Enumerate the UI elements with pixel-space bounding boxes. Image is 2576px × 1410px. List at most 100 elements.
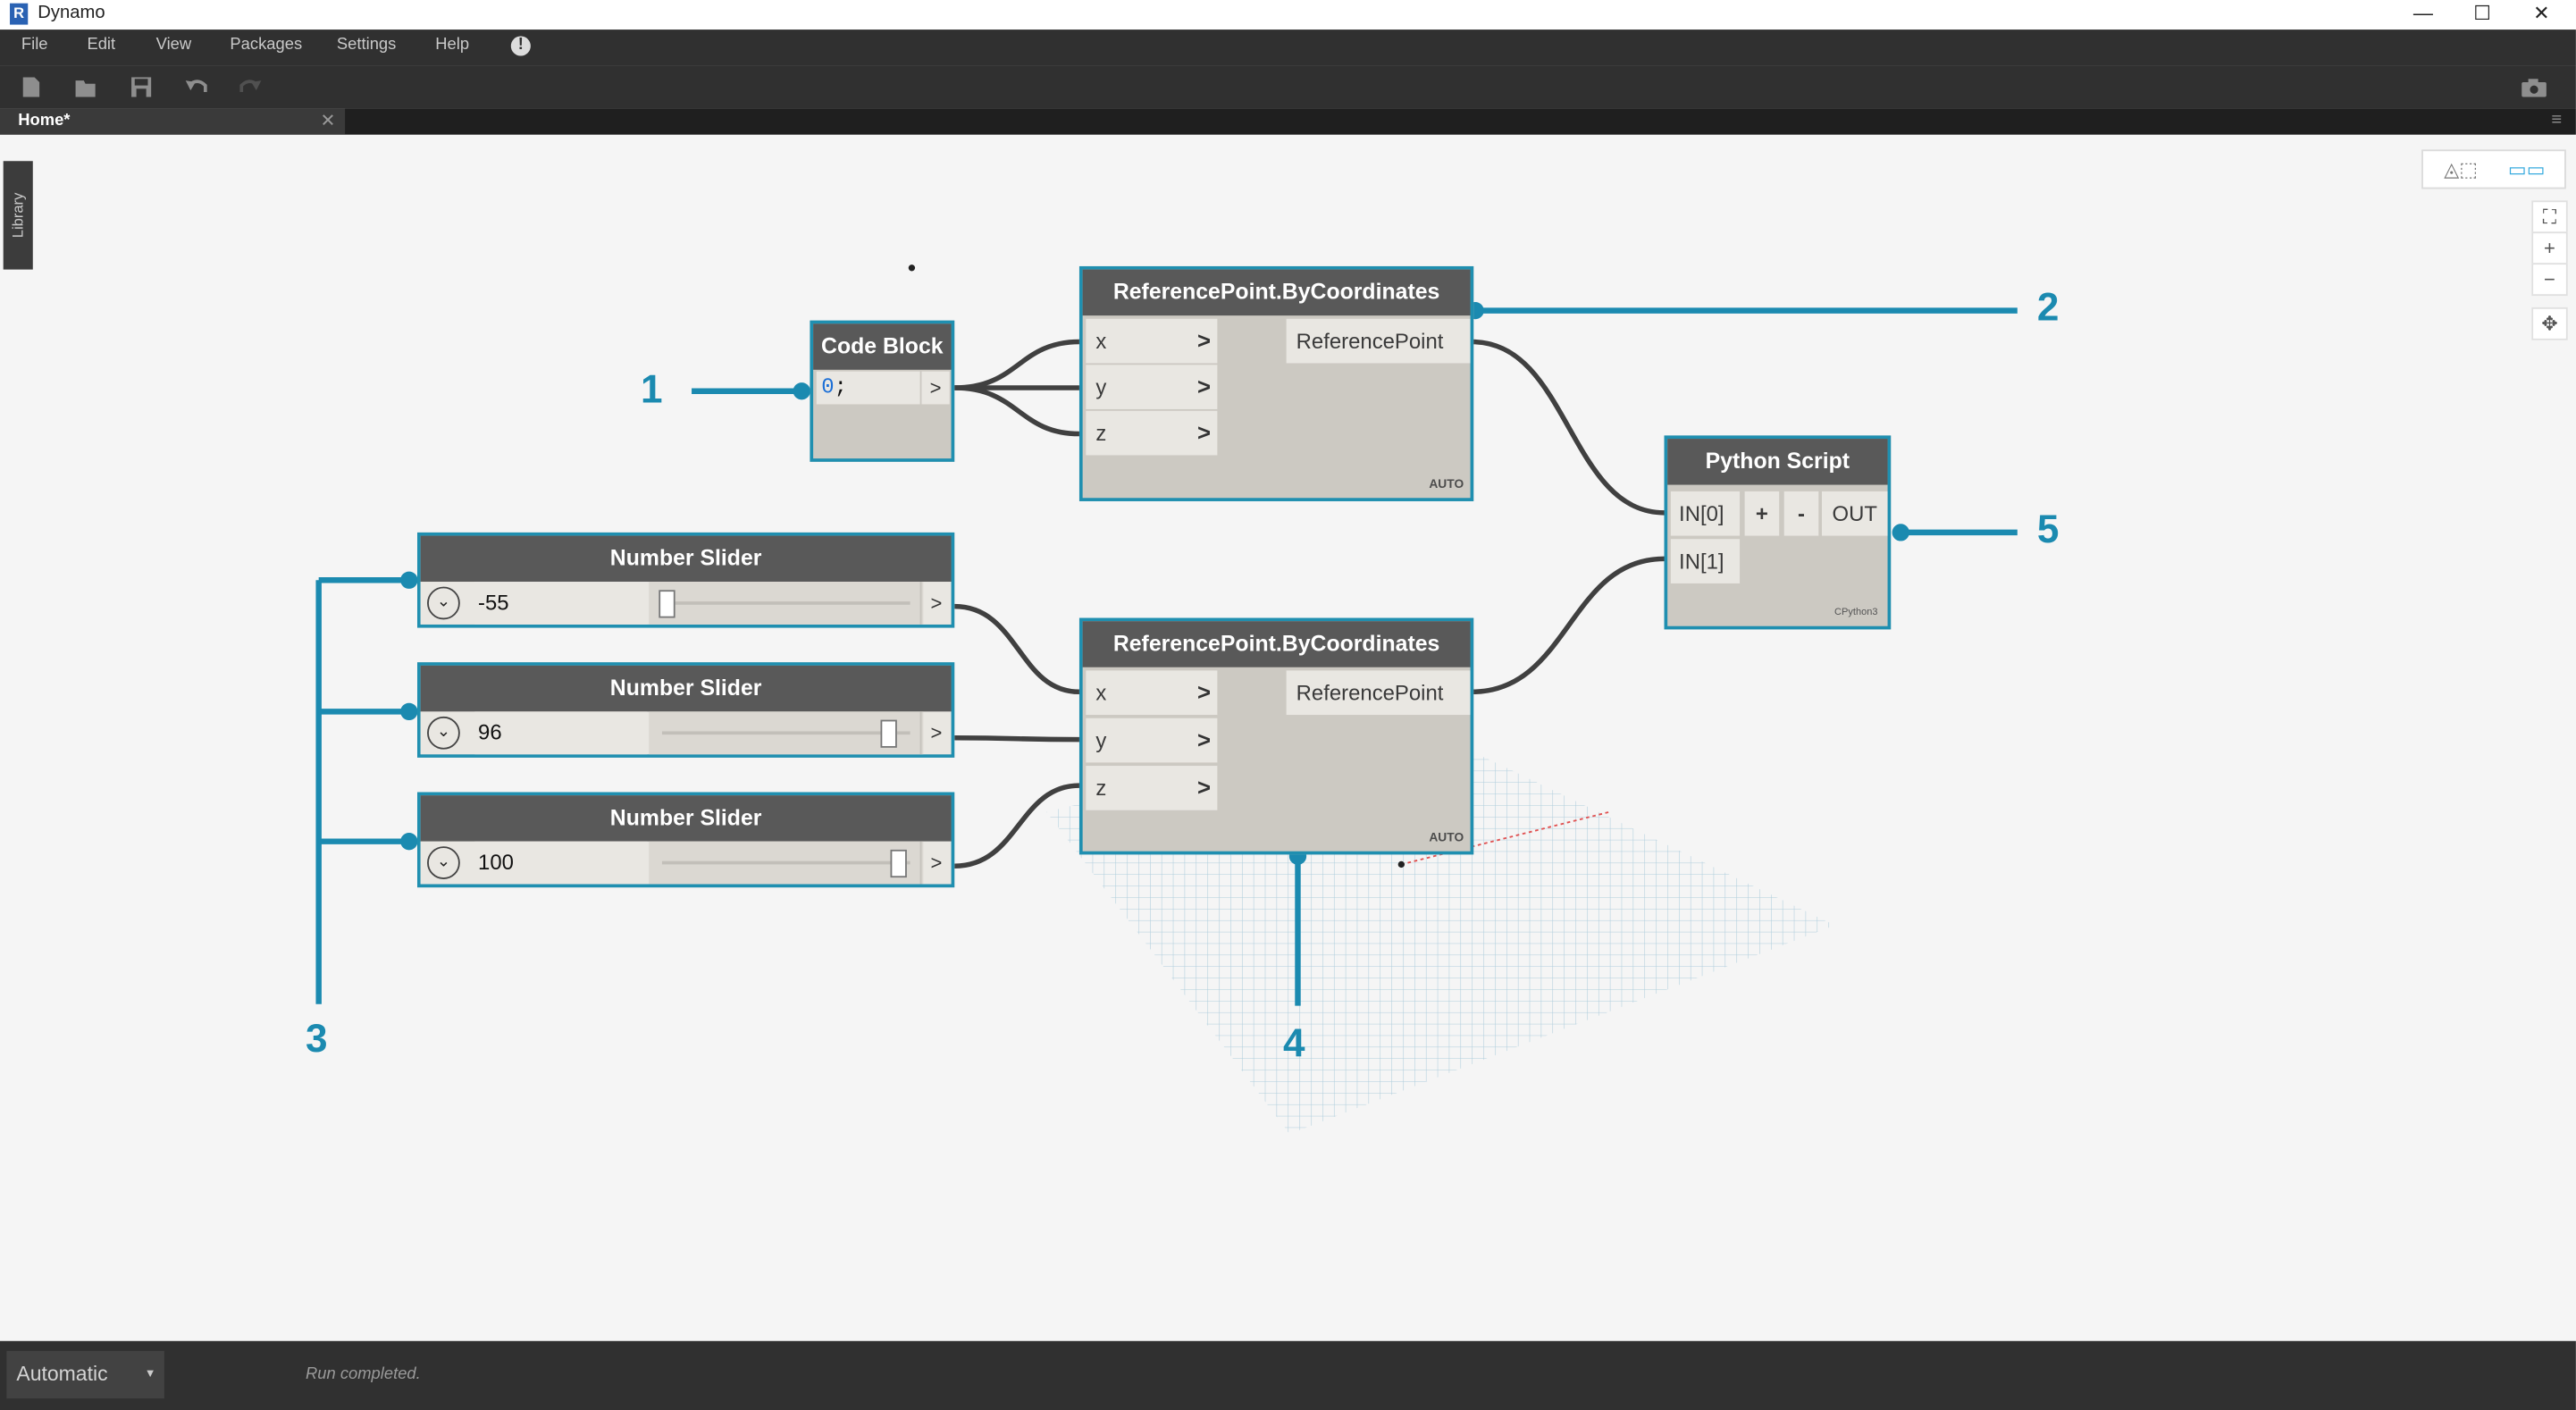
run-mode-label: Automatic — [16, 1362, 108, 1386]
output-port-out[interactable]: OUT — [1822, 491, 1888, 536]
chevron-right-icon: > — [1196, 418, 1212, 446]
wire-rp2-py1 — [1472, 556, 1665, 695]
python-script-node[interactable]: Python Script IN[0] IN[1] + - OUT CPytho… — [1664, 435, 1892, 630]
callout-3: 3 — [305, 1017, 328, 1062]
tab-home[interactable]: Home* ✕ — [0, 108, 346, 135]
node-title: Code Block — [813, 323, 952, 370]
number-slider-node-2[interactable]: Number Slider ⌄ 96 > — [417, 662, 955, 758]
canvas-point — [908, 264, 916, 272]
library-tab[interactable]: Library — [3, 161, 33, 270]
wire-s2-y — [954, 735, 1079, 743]
wire-code-x — [954, 339, 1079, 390]
slider-value-field[interactable] — [474, 582, 648, 625]
camera-icon[interactable] — [2520, 77, 2547, 97]
input-port-z[interactable]: z> — [1086, 766, 1218, 810]
number-slider-node-1[interactable]: Number Slider ⌄ -55 > — [417, 532, 955, 628]
input-port-z[interactable]: z> — [1086, 410, 1218, 456]
number-slider-node-3[interactable]: Number Slider ⌄ 100 > — [417, 792, 955, 888]
callout-2: 2 — [2036, 286, 2060, 331]
redo-icon[interactable] — [239, 76, 264, 97]
slider-thumb[interactable] — [890, 849, 907, 878]
menu-hamburger-icon[interactable]: ≡ — [2551, 110, 2563, 130]
node-title: Number Slider — [420, 795, 952, 842]
wire-s1-x — [954, 603, 1080, 695]
menu-view[interactable]: View — [155, 36, 192, 55]
menu-file[interactable]: File — [21, 36, 48, 55]
menu-help[interactable]: Help — [435, 36, 470, 55]
menu-settings[interactable]: Settings — [336, 36, 397, 55]
maximize-button[interactable]: ☐ — [2473, 1, 2492, 25]
graph-view-icon[interactable]: ▭▭ — [2507, 157, 2546, 181]
port-label: y — [1095, 727, 1107, 753]
output-port[interactable]: > — [919, 711, 952, 755]
node-title: ReferencePoint.ByCoordinates — [1082, 621, 1471, 667]
chevron-right-icon: > — [1196, 726, 1212, 753]
input-port-y[interactable]: y> — [1086, 718, 1218, 763]
zoom-out-icon[interactable]: − — [2531, 263, 2568, 297]
input-port-x[interactable]: x> — [1086, 670, 1218, 716]
code-editor[interactable]: 0; — [816, 371, 920, 405]
node-title: Number Slider — [420, 535, 952, 583]
referencepoint-node-1[interactable]: ReferencePoint.ByCoordinates x> y> z> Re… — [1078, 265, 1474, 501]
chevron-right-icon: > — [1196, 327, 1212, 354]
lacing-label: AUTO — [1429, 476, 1464, 491]
new-file-icon[interactable] — [21, 76, 41, 99]
status-bar — [0, 1340, 2576, 1410]
output-port[interactable]: > — [921, 371, 950, 405]
chevron-down-icon[interactable]: ⌄ — [427, 846, 460, 879]
slider-thumb[interactable] — [881, 719, 898, 748]
code-number: 0 — [821, 374, 835, 399]
output-port[interactable]: > — [919, 582, 952, 625]
slider-value: 96 — [478, 719, 502, 745]
slider-row: ⌄ 100 > — [420, 841, 952, 885]
menu-packages[interactable]: Packages — [230, 36, 303, 55]
undo-icon[interactable] — [184, 76, 209, 97]
window-title: Dynamo — [38, 3, 105, 23]
menu-edit[interactable]: Edit — [87, 36, 116, 55]
input-port-in0[interactable]: IN[0] — [1670, 491, 1741, 536]
library-label: Library — [10, 192, 27, 239]
node-title: ReferencePoint.ByCoordinates — [1082, 269, 1471, 316]
wire-code-z — [954, 385, 1079, 437]
menu-bar: File Edit View Packages Settings Help ! — [0, 29, 2576, 66]
zoom-fit-icon[interactable]: ⛶ — [2531, 200, 2568, 234]
callout-5: 5 — [2036, 508, 2060, 552]
output-port-referencepoint[interactable]: ReferencePoint — [1286, 670, 1471, 716]
toolbar — [0, 65, 2576, 109]
referencepoint-node-2[interactable]: ReferencePoint.ByCoordinates x> y> z> Re… — [1078, 617, 1474, 855]
port-label: x — [1095, 328, 1107, 354]
wire-rp1-py0 — [1472, 339, 1665, 516]
close-window-button[interactable]: ✕ — [2533, 1, 2550, 25]
close-tab-icon[interactable]: ✕ — [320, 112, 336, 132]
add-input-button[interactable]: + — [1744, 491, 1780, 536]
slider-thumb[interactable] — [659, 590, 675, 618]
output-port-referencepoint[interactable]: ReferencePoint — [1286, 318, 1471, 364]
save-icon[interactable] — [130, 76, 153, 99]
slider-value-field[interactable] — [474, 841, 648, 885]
title-bar: R Dynamo — ☐ ✕ — [0, 0, 2576, 30]
slider-row: ⌄ 96 > — [420, 711, 952, 755]
code-block-node[interactable]: Code Block 0; > — [810, 320, 955, 462]
slider-track[interactable] — [649, 841, 924, 885]
slider-track[interactable] — [649, 711, 924, 755]
zoom-in-icon[interactable]: + — [2531, 231, 2568, 265]
notification-warning-icon[interactable]: ! — [510, 36, 531, 56]
input-port-x[interactable]: x> — [1086, 318, 1218, 364]
output-port[interactable]: > — [919, 841, 952, 885]
run-mode-dropdown[interactable]: Automatic ▼ — [6, 1350, 164, 1399]
callout-4: 4 — [1282, 1021, 1305, 1067]
geometry-view-icon[interactable]: ◬⬚ — [2444, 157, 2479, 181]
code-rest: ; — [834, 374, 848, 399]
input-port-in1[interactable]: IN[1] — [1670, 539, 1741, 583]
minimize-button[interactable]: — — [2412, 1, 2433, 25]
slider-track[interactable] — [649, 582, 924, 625]
chevron-down-icon[interactable]: ⌄ — [427, 716, 460, 750]
pan-icon[interactable]: ✥ — [2531, 306, 2568, 340]
remove-input-button[interactable]: - — [1783, 491, 1819, 536]
open-file-icon[interactable] — [74, 76, 99, 99]
tab-home-label: Home* — [18, 112, 71, 130]
node-title: Number Slider — [420, 665, 952, 712]
slider-value-field[interactable] — [474, 711, 648, 755]
chevron-down-icon[interactable]: ⌄ — [427, 586, 460, 620]
input-port-y[interactable]: y> — [1086, 365, 1218, 409]
